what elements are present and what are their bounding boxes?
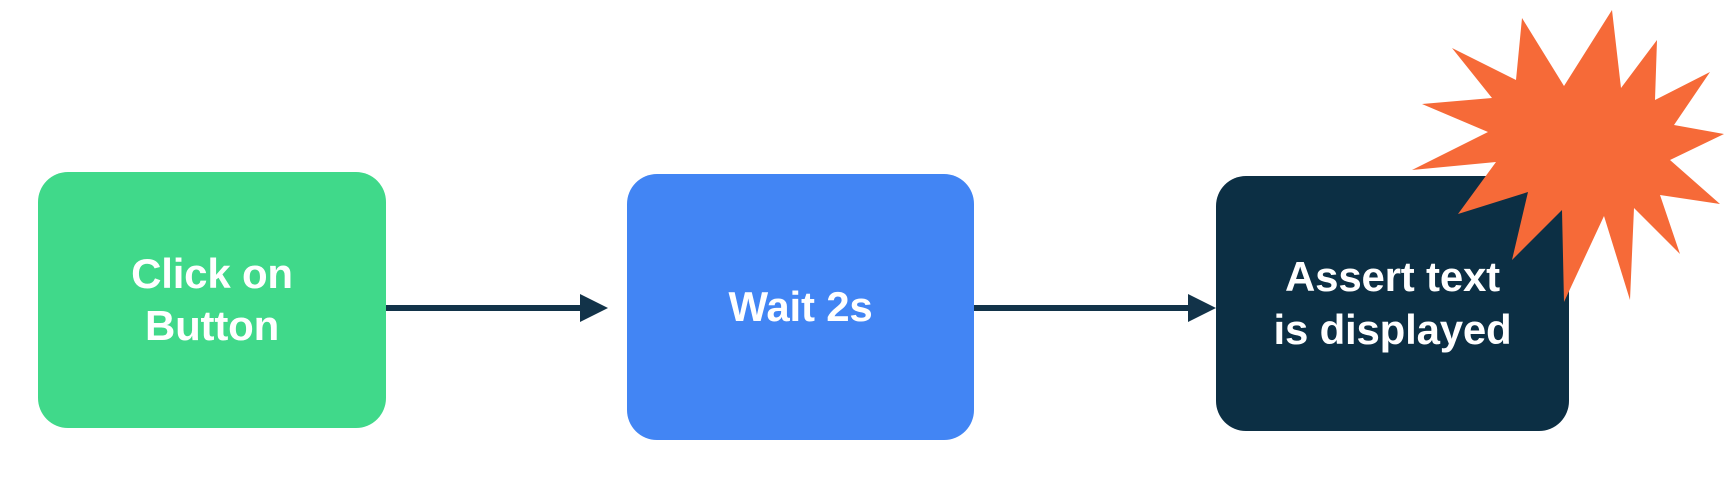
node-wait-2s[interactable]: Wait 2s — [627, 174, 974, 440]
node-click-on-button[interactable]: Click on Button — [38, 172, 386, 428]
node-assert-text-is-displayed-label: Assert text is displayed — [1273, 253, 1512, 353]
connector-click-to-wait — [386, 290, 608, 326]
node-wait-2s-label: Wait 2s — [728, 282, 873, 330]
arrowhead-icon — [1188, 294, 1216, 322]
arrowhead-icon — [580, 294, 608, 322]
node-click-on-button-label: Click on Button — [131, 249, 293, 349]
node-assert-text-is-displayed[interactable]: Assert text is displayed — [1216, 176, 1569, 431]
connector-wait-to-assert — [974, 290, 1216, 326]
